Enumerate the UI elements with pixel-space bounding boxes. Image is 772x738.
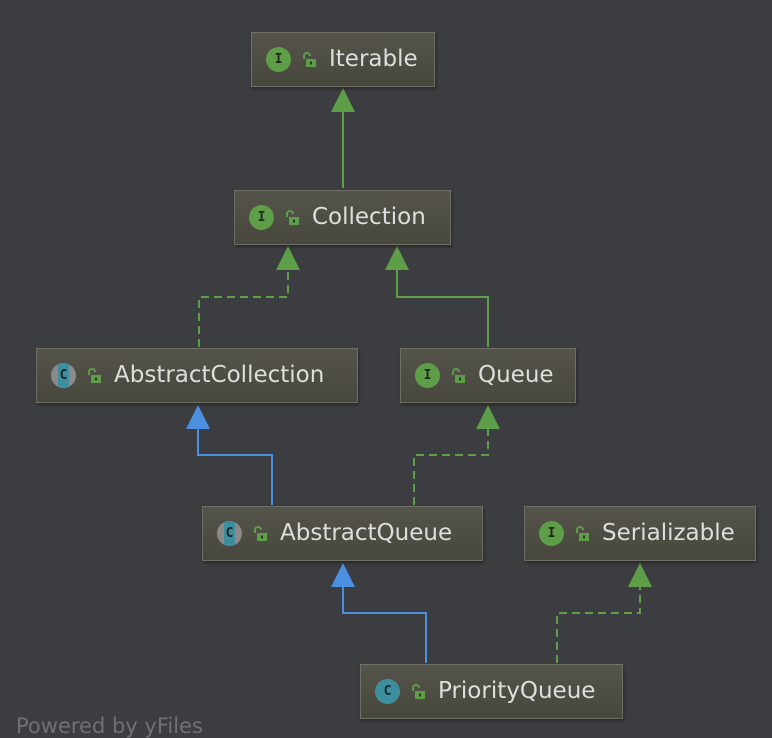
public-lock-icon: [286, 209, 299, 225]
arrowhead-collection-left: [276, 246, 300, 270]
abstract-class-icon: C: [217, 521, 242, 546]
node-collection[interactable]: I Collection: [234, 190, 451, 245]
edge-abstractqueue-queue: [413, 427, 489, 505]
abstract-class-icon: C: [51, 363, 76, 388]
node-label: AbstractQueue: [280, 520, 453, 546]
arrowhead-abstractcollection: [186, 405, 210, 429]
arrowhead-abstractqueue: [331, 563, 355, 587]
public-lock-icon: [576, 525, 589, 541]
node-priority-queue[interactable]: C PriorityQueue: [360, 664, 623, 719]
interface-icon: I: [266, 47, 291, 72]
node-label: Serializable: [602, 520, 735, 546]
public-lock-icon: [254, 525, 267, 541]
node-serializable[interactable]: I Serializable: [524, 506, 756, 561]
powered-by-footer: Powered by yFiles: [16, 714, 203, 738]
arrowhead-collection-right: [385, 246, 409, 270]
interface-icon: I: [415, 363, 440, 388]
arrowhead-queue: [476, 405, 500, 429]
node-abstract-queue[interactable]: C AbstractQueue: [202, 506, 483, 561]
node-label: AbstractCollection: [114, 362, 325, 388]
edge-abstractqueue-abstractcollection: [197, 427, 273, 505]
node-label: PriorityQueue: [438, 678, 596, 704]
public-lock-icon: [412, 683, 425, 699]
node-label: Queue: [478, 362, 554, 388]
node-label: Collection: [312, 204, 426, 230]
edge-priorityqueue-serializable: [556, 585, 641, 663]
node-abstract-collection[interactable]: C AbstractCollection: [36, 348, 358, 403]
public-lock-icon: [88, 367, 101, 383]
public-lock-icon: [303, 51, 316, 67]
node-iterable[interactable]: I Iterable: [251, 32, 435, 87]
node-queue[interactable]: I Queue: [400, 348, 576, 403]
interface-icon: I: [249, 205, 274, 230]
interface-icon: I: [539, 521, 564, 546]
edge-priorityqueue-abstractqueue: [342, 585, 427, 663]
node-label: Iterable: [329, 46, 418, 72]
edge-queue-collection: [396, 269, 489, 347]
public-lock-icon: [452, 367, 465, 383]
arrowhead-iterable: [331, 88, 355, 112]
edge-abstractcollection-collection: [198, 269, 289, 347]
arrowhead-serializable: [628, 563, 652, 587]
class-icon: C: [375, 679, 400, 704]
